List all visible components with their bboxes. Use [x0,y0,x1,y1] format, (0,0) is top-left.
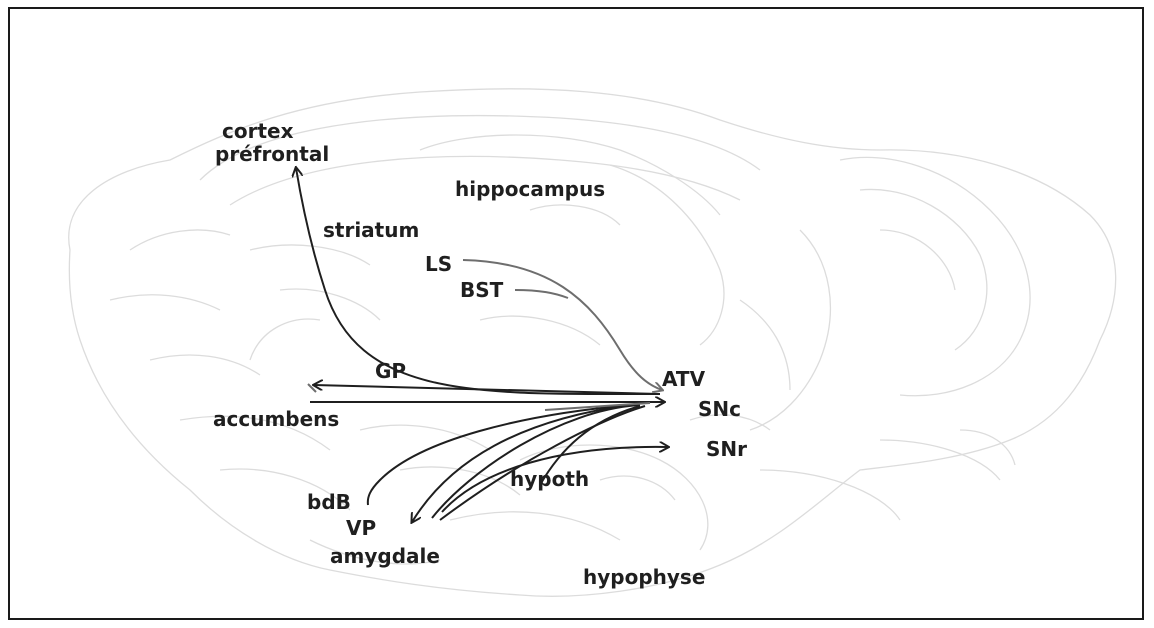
label-bst: BST [460,278,504,302]
label-ls: LS [425,252,452,276]
label-accumbens: accumbens [213,407,339,431]
label-striatum: striatum [323,218,419,242]
label-hypophyse: hypophyse [583,565,705,589]
arrow-atv-to-amygdale-2 [440,406,645,520]
label-vp: VP [346,516,376,540]
label-amygdale: amygdale [330,544,440,568]
label-atv: ATV [662,367,706,391]
label-snr: SNr [706,437,747,461]
label-snc: SNc [698,397,741,421]
label-cortex-line2: préfrontal [215,142,329,166]
region-labels: cortex préfrontal hippocampus striatum L… [213,119,747,589]
arrow-atv-to-bdb [368,405,630,505]
arrow-bst-to-atv [515,290,568,298]
label-bdb: bdB [307,490,351,514]
label-gp: GP [375,359,406,383]
arrow-atv-to-accumbens [314,385,660,394]
label-hypoth: hypoth [510,467,589,491]
label-hippocampus: hippocampus [455,177,605,201]
label-cortex-line1: cortex [222,119,294,143]
